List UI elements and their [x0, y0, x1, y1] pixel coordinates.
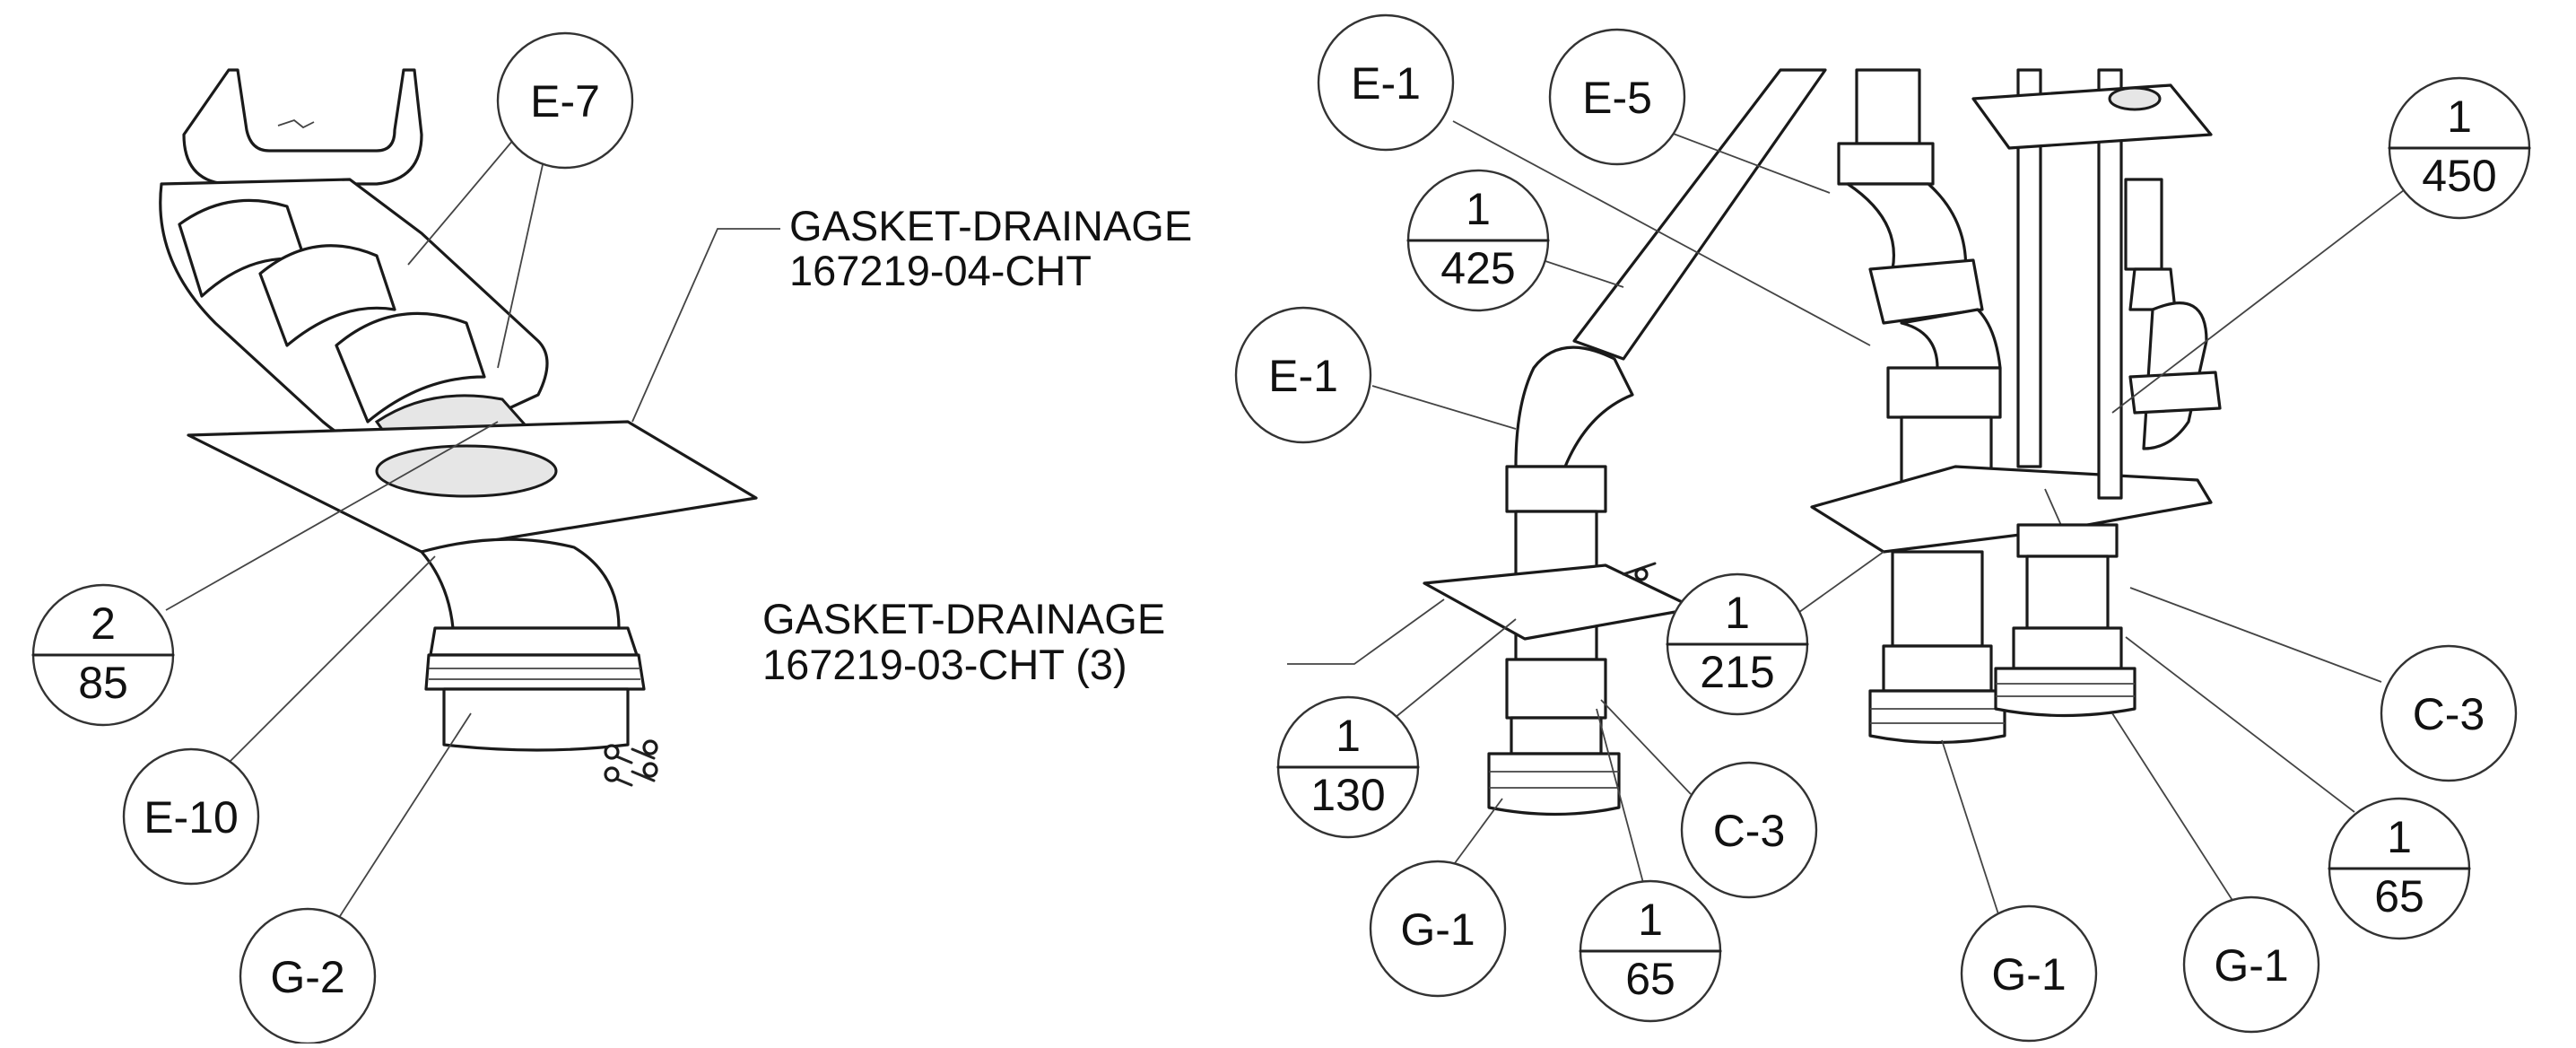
fraction-1-450-num: 1	[2447, 92, 2472, 142]
gasket-note-mid: GASKET-DRAINAGE 167219-03-CHT (3)	[762, 595, 1165, 688]
callout-g1-a-label: G-1	[1400, 904, 1475, 955]
callout-e1-mid: E-1	[1234, 306, 1372, 444]
callout-g1-c: G-1	[2182, 895, 2320, 1034]
fraction-1-65-b-den: 65	[2374, 871, 2424, 921]
callout-g2-label: G-2	[270, 952, 344, 1002]
screw-group	[604, 739, 658, 787]
callout-e7: E-7	[496, 31, 634, 170]
fraction-1-450: 1 450	[2388, 76, 2531, 220]
callout-c3-b: C-3	[2380, 644, 2518, 782]
gasket-note-top: GASKET-DRAINAGE 167219-04-CHT	[789, 202, 1192, 294]
fraction-1-65-a-num: 1	[1638, 895, 1663, 945]
gasket-note-top-line2: 167219-04-CHT	[789, 247, 1092, 294]
callout-e1-top-label: E-1	[1351, 58, 1421, 109]
fraction-1-425-num: 1	[1466, 184, 1491, 234]
fraction-1-425-den: 425	[1440, 243, 1515, 293]
fraction-2-85-den: 85	[78, 658, 128, 708]
callout-e10: E-10	[122, 747, 260, 886]
callout-g1-a: G-1	[1369, 860, 1507, 998]
callout-c3-a-label: C-3	[1713, 806, 1786, 856]
fraction-1-130-num: 1	[1336, 711, 1361, 761]
gasket-note-top-line1: GASKET-DRAINAGE	[789, 202, 1192, 249]
fraction-1-65-b-num: 1	[2387, 812, 2412, 862]
fraction-1-215-den: 215	[1700, 647, 1774, 697]
callout-e5: E-5	[1548, 28, 1686, 166]
callout-e1-top: E-1	[1317, 13, 1455, 152]
fraction-1-130: 1 130	[1276, 695, 1420, 839]
leader-lines	[165, 120, 2405, 930]
fraction-2-85: 2 85	[31, 583, 175, 727]
left-drain-assembly	[159, 68, 758, 787]
callout-g1-b-label: G-1	[1991, 949, 2066, 1000]
fraction-2-85-num: 2	[91, 598, 116, 649]
right-drain-assembly	[1423, 68, 2222, 817]
fraction-1-65-a-den: 65	[1625, 954, 1675, 1004]
fraction-1-215: 1 215	[1666, 572, 1809, 716]
fraction-1-130-den: 130	[1310, 770, 1385, 820]
fraction-1-215-num: 1	[1725, 588, 1750, 638]
fraction-1-425: 1 425	[1406, 169, 1550, 312]
callout-e5-label: E-5	[1582, 73, 1652, 123]
fraction-1-450-den: 450	[2422, 151, 2496, 201]
callout-g1-c-label: G-1	[2214, 940, 2288, 991]
callout-c3-a: C-3	[1680, 761, 1818, 899]
fraction-1-65-b: 1 65	[2328, 797, 2471, 940]
callout-c3-b-label: C-3	[2413, 689, 2485, 739]
fraction-1-65-a: 1 65	[1579, 879, 1722, 1023]
gasket-note-mid-line1: GASKET-DRAINAGE	[762, 595, 1165, 642]
callout-e10-label: E-10	[144, 792, 239, 843]
callout-e1-mid-label: E-1	[1268, 351, 1338, 401]
callout-g1-b: G-1	[1960, 904, 2098, 1043]
callout-g2: G-2	[239, 907, 377, 1045]
callout-e7-label: E-7	[530, 76, 600, 127]
gasket-note-mid-line2: 167219-03-CHT (3)	[762, 641, 1127, 688]
